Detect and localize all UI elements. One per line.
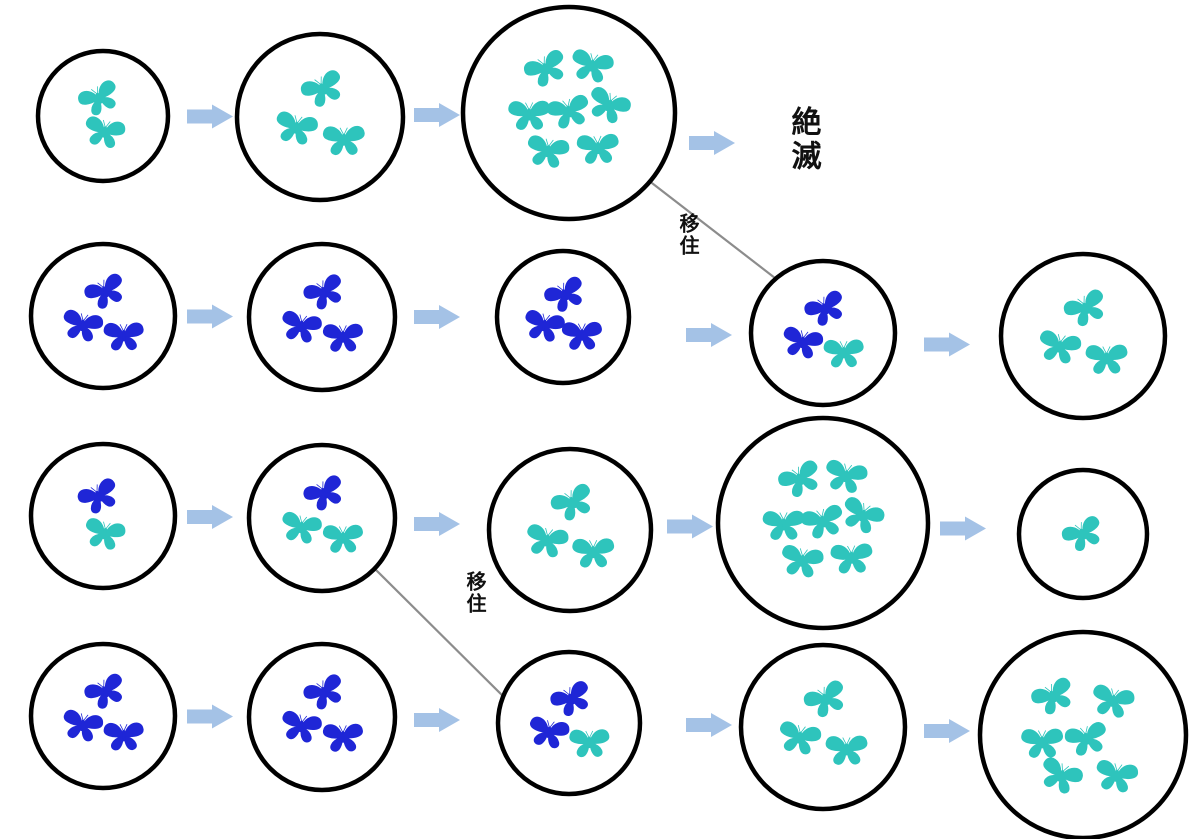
progression-arrow-icon [940,516,986,541]
progression-arrow-icon [414,305,460,329]
habitat-circle [495,649,643,797]
population-row-4-4 [738,642,908,812]
progression-arrow-icon [414,512,460,536]
population-row-1-2 [234,31,406,203]
progression-arrow-icon [686,713,732,737]
progression-arrow-icon [667,514,713,539]
population-row-1-1 [35,48,171,184]
population-row-4-2 [246,641,398,793]
migration-label-2: 移住 [463,571,487,615]
progression-arrow-icon [924,719,970,743]
habitat-circle [738,642,908,812]
habitat-circle [246,641,398,793]
progression-arrow-icon [924,332,970,357]
progression-arrow-icon [414,708,460,732]
habitat-circle [28,641,178,791]
extinction-label: 絶滅 [786,105,822,174]
population-row-2-2 [246,241,398,393]
habitat-circle [28,241,178,391]
progression-arrow-icon [187,704,233,729]
habitat-circle [28,441,178,591]
habitat-circle [35,48,171,184]
progression-arrow-icon [187,104,233,129]
population-row-4-5 [977,629,1189,839]
habitat-circle [998,251,1168,421]
population-row-2-1 [28,241,178,391]
population-row-2-5 [998,251,1168,421]
habitat-circle [246,241,398,393]
habitat-circle [246,442,398,594]
population-row-4-1 [28,641,178,791]
population-row-2-3 [494,248,632,386]
population-row-3-3 [486,446,654,614]
progression-arrow-icon [187,304,233,329]
population-row-3-2 [246,442,398,594]
population-row-4-3 [495,649,643,797]
progression-arrow-icon [689,131,735,155]
progression-arrow-icon [414,103,460,127]
population-row-2-4 [748,258,898,408]
progression-arrow-icon [187,505,233,529]
habitat-circle [494,248,632,386]
population-row-1-3 [460,4,678,222]
population-row-3-4 [715,415,931,631]
progression-arrow-icon [686,323,732,347]
population-row-3-5 [1016,467,1150,601]
habitat-circle [748,258,898,408]
habitat-circle [234,31,406,203]
migration-label-1: 移住 [676,213,700,257]
habitat-circle [486,446,654,614]
population-row-3-1 [28,441,178,591]
